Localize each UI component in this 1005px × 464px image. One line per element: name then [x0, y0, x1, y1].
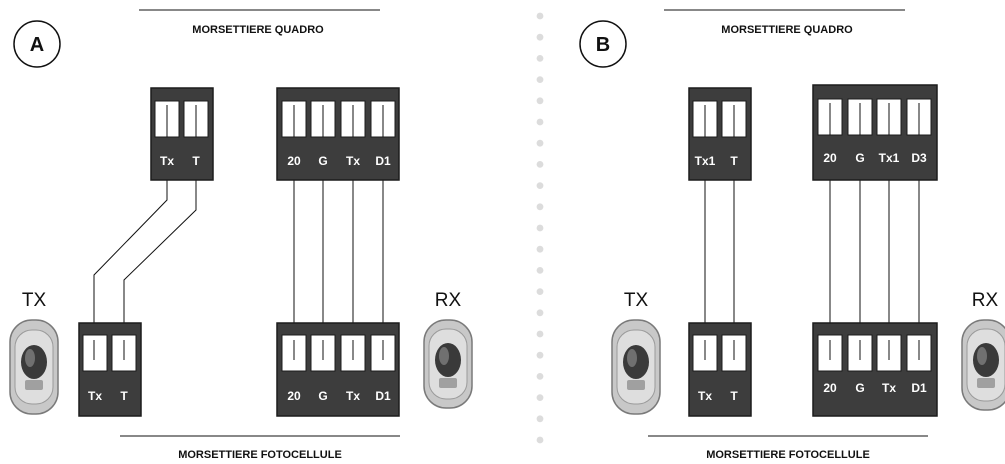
- tx-photocell-icon: [611, 319, 661, 415]
- top-title: MORSETTIERE QUADRO: [721, 24, 853, 36]
- divider-dot: [536, 33, 544, 41]
- terminal-label: 20: [287, 389, 301, 403]
- rx-label: RX: [972, 290, 999, 311]
- terminal-label: D1: [375, 154, 391, 168]
- divider-dot: [536, 394, 544, 401]
- panel-divider: [536, 12, 544, 444]
- divider-dot: [536, 330, 544, 338]
- rx-photocell-icon: [423, 319, 473, 409]
- panel-a: A MORSETTIERE QUADRO MORSETTIERE FOTOCEL…: [9, 9, 473, 461]
- divider-dot: [536, 288, 544, 295]
- terminal-label: T: [730, 154, 738, 168]
- divider-dot: [536, 12, 544, 20]
- divider-dot: [536, 203, 544, 211]
- terminal-label: Tx: [346, 389, 360, 403]
- terminal-label: G: [318, 154, 327, 168]
- panel-letter: A: [30, 34, 44, 56]
- terminal-block-top-rx: 20 G Tx1 D3: [812, 84, 938, 181]
- terminal-block-bottom-rx: 20 G Tx D1: [276, 322, 400, 417]
- divider-dot: [536, 309, 544, 317]
- divider-dot: [536, 55, 544, 62]
- terminal-label: Tx: [160, 154, 174, 168]
- rx-label: RX: [435, 290, 462, 311]
- divider-dot: [536, 97, 544, 105]
- panel-letter-circle: [13, 20, 61, 68]
- terminal-label: G: [855, 151, 864, 165]
- terminal-block-bottom-tx: Tx T: [688, 322, 752, 417]
- terminal-label: D1: [375, 389, 391, 403]
- terminal-block-bottom-tx: Tx T: [78, 322, 142, 417]
- divider-dot: [536, 118, 544, 126]
- divider-dot: [536, 182, 544, 190]
- terminal-label: 20: [823, 151, 837, 165]
- terminal-label: G: [855, 381, 864, 395]
- terminal-label: Tx: [698, 389, 712, 403]
- divider-dot: [536, 245, 544, 253]
- terminal-label: G: [318, 389, 327, 403]
- divider-dot: [536, 161, 544, 168]
- terminal-label: Tx1: [695, 154, 716, 168]
- divider-dot: [536, 224, 544, 232]
- divider-dot: [536, 436, 544, 444]
- top-title: MORSETTIERE QUADRO: [192, 24, 324, 36]
- terminal-label: D1: [911, 381, 927, 395]
- terminal-label: D3: [911, 151, 927, 165]
- divider-dot: [536, 139, 544, 147]
- terminal-label: T: [120, 389, 128, 403]
- terminal-label: Tx: [88, 389, 102, 403]
- divider-dot: [536, 415, 544, 423]
- panel-b: B MORSETTIERE QUADRO MORSETTIERE FOTOCEL…: [579, 9, 1005, 461]
- panel-letter-circle: [579, 20, 627, 68]
- terminal-label: T: [730, 389, 738, 403]
- tx-photocell-icon: [9, 319, 59, 415]
- terminal-block-top-rx: 20 G Tx D1: [276, 87, 400, 181]
- terminal-label: 20: [287, 154, 301, 168]
- divider-dot: [536, 373, 544, 380]
- terminal-label: 20: [823, 381, 837, 395]
- panel-letter: B: [596, 34, 610, 56]
- terminal-label: Tx1: [879, 151, 900, 165]
- divider-dot: [536, 76, 544, 83]
- bottom-title: MORSETTIERE FOTOCELLULE: [178, 449, 342, 461]
- tx-label: TX: [22, 290, 47, 311]
- terminal-label: T: [192, 154, 200, 168]
- divider-dot: [536, 267, 544, 274]
- terminal-label: Tx: [346, 154, 360, 168]
- divider-dot: [536, 351, 544, 359]
- tx-label: TX: [624, 290, 649, 311]
- bottom-title: MORSETTIERE FOTOCELLULE: [706, 449, 870, 461]
- rx-photocell-icon: [961, 319, 1005, 411]
- terminal-label: Tx: [882, 381, 896, 395]
- terminal-block-top-tx: Tx T: [150, 87, 214, 181]
- terminal-block-top-tx: Tx1 T: [688, 87, 752, 181]
- terminal-block-bottom-rx: 20 G Tx D1: [812, 322, 938, 417]
